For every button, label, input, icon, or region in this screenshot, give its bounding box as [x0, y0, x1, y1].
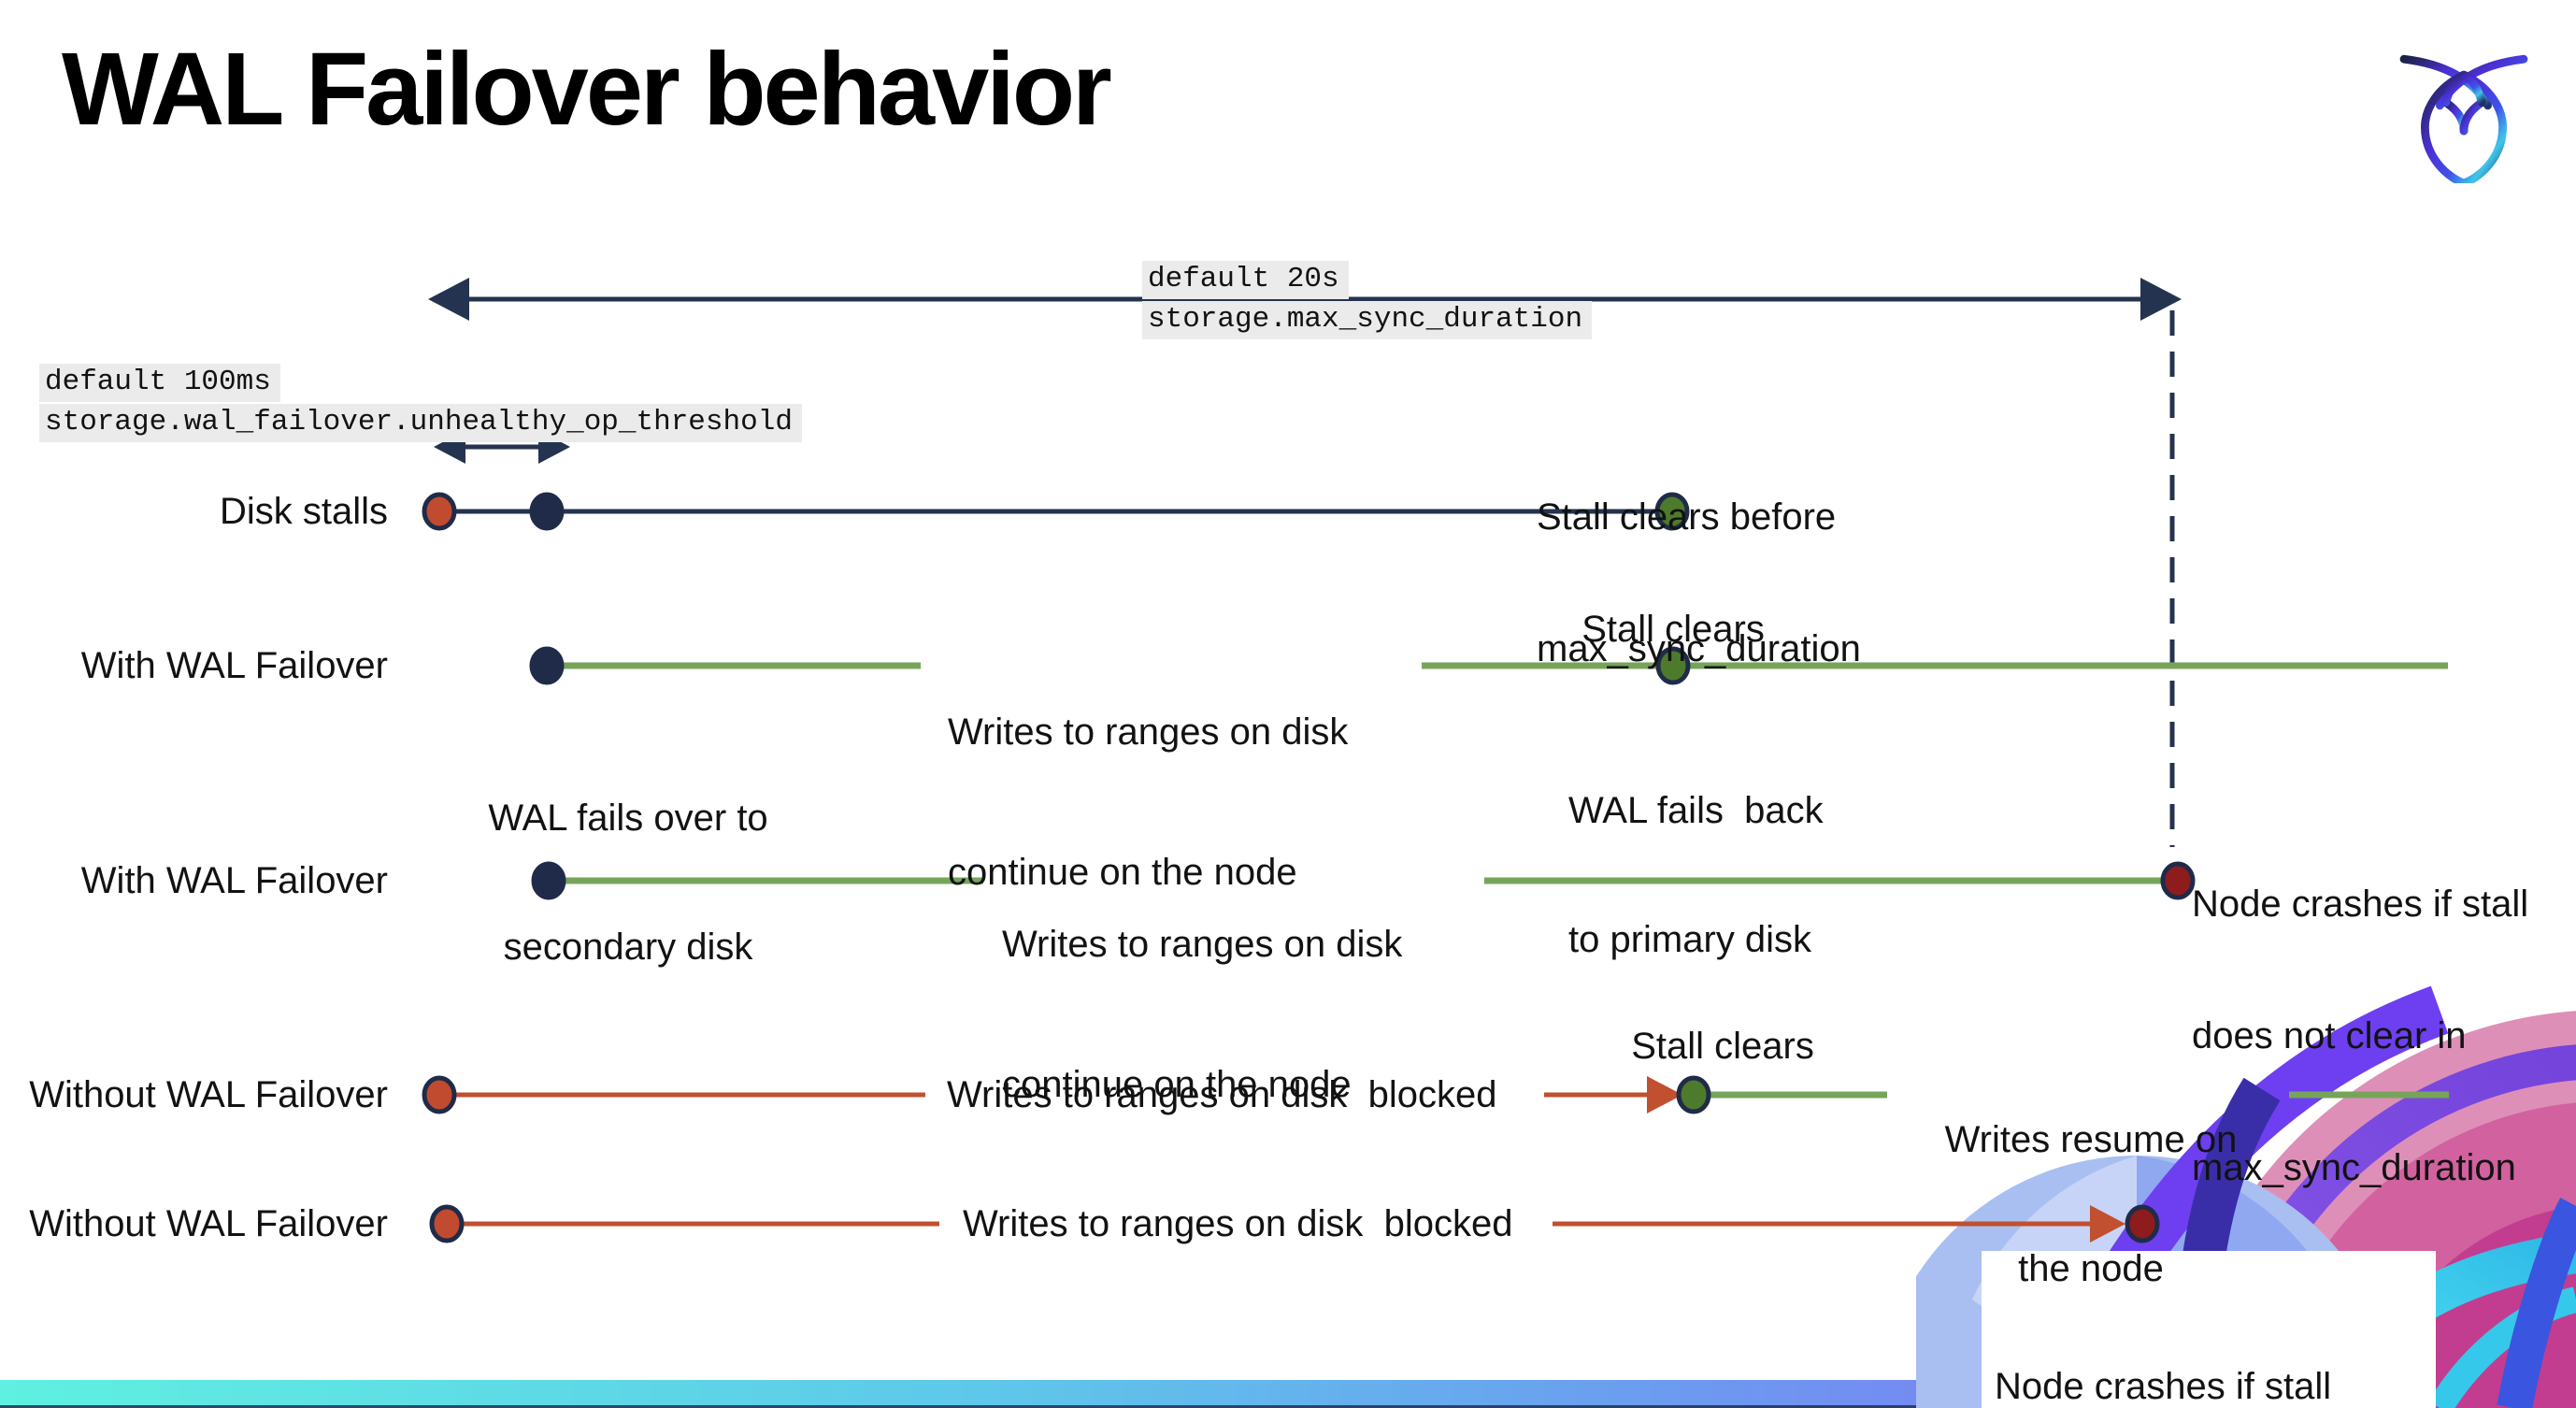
row5-crash-dot	[2125, 1204, 2160, 1243]
crash-callout-box	[1982, 1251, 2436, 1408]
threshold-default-value: default 100ms	[39, 364, 280, 402]
row3-node-crash-annotation: Node crashes if stall does not clear in …	[2192, 884, 2529, 1188]
arrowhead-right-icon	[2140, 278, 2182, 321]
row5-writes-blocked-annotation: Writes to ranges on disk blocked	[963, 1203, 1513, 1244]
row4-stall-clears-annotation: Stall clears	[1631, 1026, 1814, 1067]
row4-stall-dot	[422, 1075, 457, 1114]
row1-stall-start-dot	[422, 492, 457, 531]
row4-label: Without WAL Failover	[29, 1074, 388, 1115]
row1-label: Disk stalls	[219, 491, 388, 532]
row2-stall-clears-dot	[1655, 646, 1691, 685]
max-sync-default-value: default 20s	[1142, 261, 1349, 299]
row3-crash-dot	[2160, 861, 2196, 900]
row4-red-arrowhead-icon	[1647, 1076, 1682, 1113]
row2-label: With WAL Failover	[80, 645, 388, 686]
bottom-edge-line	[0, 1405, 2576, 1408]
row4-writes-resume-annotation: Writes resume on the node	[1944, 1119, 2238, 1289]
row1-stall-clears-dot	[1654, 492, 1690, 531]
row2-fails-over-annotation: WAL fails over to secondary disk	[488, 797, 768, 968]
row2-failover-dot	[529, 646, 565, 685]
threshold-setting-name: storage.wal_failover.unhealthy_op_thresh…	[39, 404, 802, 442]
cockroachdb-logo-icon	[2399, 54, 2528, 183]
max-sync-setting-name: storage.max_sync_duration	[1142, 301, 1593, 339]
row5-stall-dot	[429, 1204, 465, 1243]
row3-writes-continue-annotation: Writes to ranges on disk continue on the…	[1002, 924, 1403, 1105]
row1-stall-clears-annotation: Stall clears before max_sync_duration	[1537, 496, 1861, 669]
row5-label: Without WAL Failover	[29, 1203, 388, 1244]
row4-writes-blocked-annotation: Writes to ranges on disk blocked	[947, 1074, 1497, 1115]
row2-fails-back-annotation: WAL fails back to primary disk	[1568, 790, 1824, 960]
row3-failover-dot	[531, 861, 566, 900]
row5-node-crash-annotation: Node crashes if stall does not clear in …	[1995, 1366, 2332, 1407]
row1-threshold-dot	[529, 492, 565, 531]
cyan-arc-small	[2428, 1286, 2576, 1408]
row4-stall-clears-dot	[1676, 1075, 1711, 1114]
row3-label: With WAL Failover	[80, 860, 388, 901]
row5-red-arrowhead-icon	[2090, 1205, 2125, 1243]
max-sync-duration-label: default 20s storage.max_sync_duration	[1142, 261, 1593, 341]
blue-leg	[2497, 1198, 2576, 1408]
unhealthy-op-threshold-label: default 100ms storage.wal_failover.unhea…	[39, 364, 802, 444]
page-title: WAL Failover behavior	[62, 32, 1112, 147]
row2-stall-clears-annotation: Stall clears	[1581, 609, 1765, 650]
arrowhead-left-icon	[428, 278, 469, 321]
row2-writes-continue-annotation: Writes to ranges on disk continue on the…	[948, 711, 1349, 893]
